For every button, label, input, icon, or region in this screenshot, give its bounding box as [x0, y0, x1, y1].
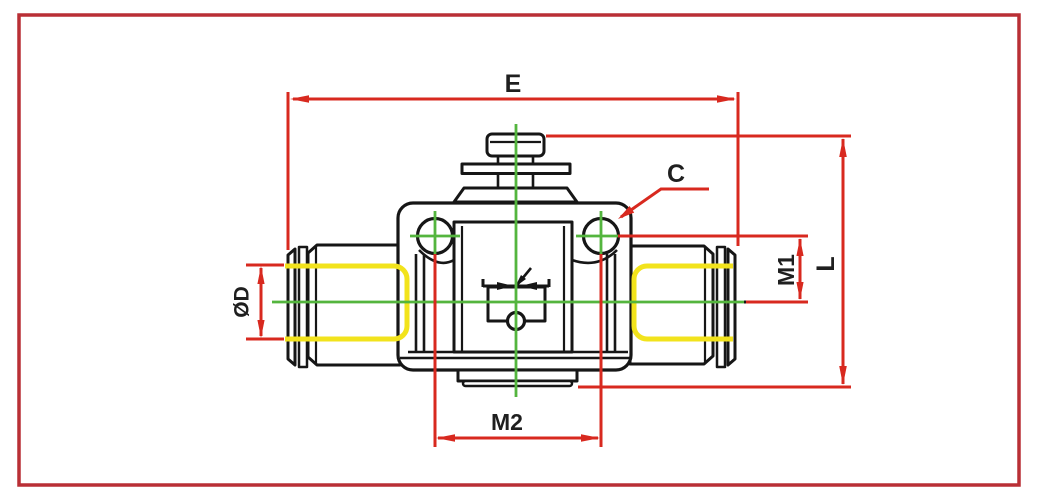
dimension-OD-label: ØD — [231, 286, 254, 318]
dimension-E-arrow-left — [290, 95, 309, 103]
dimension-C: C — [618, 160, 709, 219]
dimension-M1-label: M1 — [773, 254, 799, 286]
right-hole-crosshair — [576, 211, 626, 261]
right-fitting-sleeve — [628, 244, 715, 366]
dimension-OD: ØD — [231, 263, 284, 341]
left-fitting — [286, 243, 402, 369]
centerlines — [272, 124, 755, 397]
dimension-C-leader — [620, 187, 709, 219]
bottom-tab — [456, 368, 579, 383]
drawing-border-frame — [17, 13, 1021, 487]
dimension-L-arrow-bottom — [839, 366, 847, 385]
dimension-OD-arrow-bottom — [257, 320, 265, 338]
dimension-L-lines — [546, 134, 851, 389]
dimension-M2-arrow-right — [581, 434, 600, 442]
left-fitting-sleeve — [306, 243, 402, 367]
dimension-M2: M2 — [433, 254, 603, 447]
dimension-OD-arrow-top — [257, 266, 265, 284]
left-hole-fillet-arc — [418, 249, 455, 265]
dimension-C-label: C — [667, 160, 685, 188]
dimension-L-label: L — [812, 256, 840, 271]
dimension-E: E — [286, 70, 740, 250]
left-fitting-release-collet — [286, 247, 297, 367]
right-fitting-release-collet — [726, 247, 737, 367]
right-hole-fillet-arc — [571, 249, 618, 265]
dimension-M2-label: M2 — [491, 409, 523, 435]
dimension-E-lines — [286, 92, 740, 250]
dimension-C-arrow — [618, 206, 635, 219]
dimension-M2-arrow-left — [436, 434, 455, 442]
dimension-M2-lines — [433, 254, 603, 447]
bottom-tab-lip — [461, 379, 574, 388]
dimension-L: L — [546, 134, 851, 389]
flow-adjust-arrow-head — [515, 275, 526, 287]
right-fitting-collet-ring — [715, 245, 727, 369]
dimension-E-label: E — [505, 70, 522, 98]
valve-body-interior — [400, 216, 630, 388]
dimension-M1-arrow-bottom — [796, 282, 804, 300]
dimension-M1: M1 — [618, 234, 808, 304]
dimension-L-arrow-top — [839, 138, 847, 157]
left-hole-crosshair — [410, 211, 460, 261]
dimension-M1-arrow-top — [796, 238, 804, 256]
dimension-E-arrow-right — [717, 95, 736, 103]
